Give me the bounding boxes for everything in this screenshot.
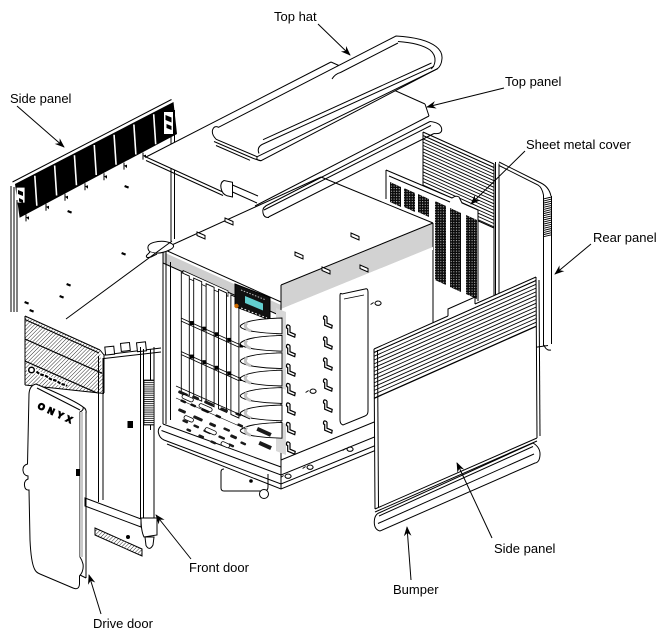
svg-text:Bumper: Bumper xyxy=(393,582,439,597)
svg-text:Drive door: Drive door xyxy=(93,616,154,631)
svg-text:Front door: Front door xyxy=(189,560,250,575)
svg-text:Rear panel: Rear panel xyxy=(593,230,657,245)
svg-text:Sheet metal cover: Sheet metal cover xyxy=(526,137,631,152)
svg-text:Top panel: Top panel xyxy=(505,74,561,89)
svg-text:Side panel: Side panel xyxy=(10,91,72,106)
svg-text:Side panel: Side panel xyxy=(494,541,556,556)
svg-text:Top hat: Top hat xyxy=(274,9,317,24)
